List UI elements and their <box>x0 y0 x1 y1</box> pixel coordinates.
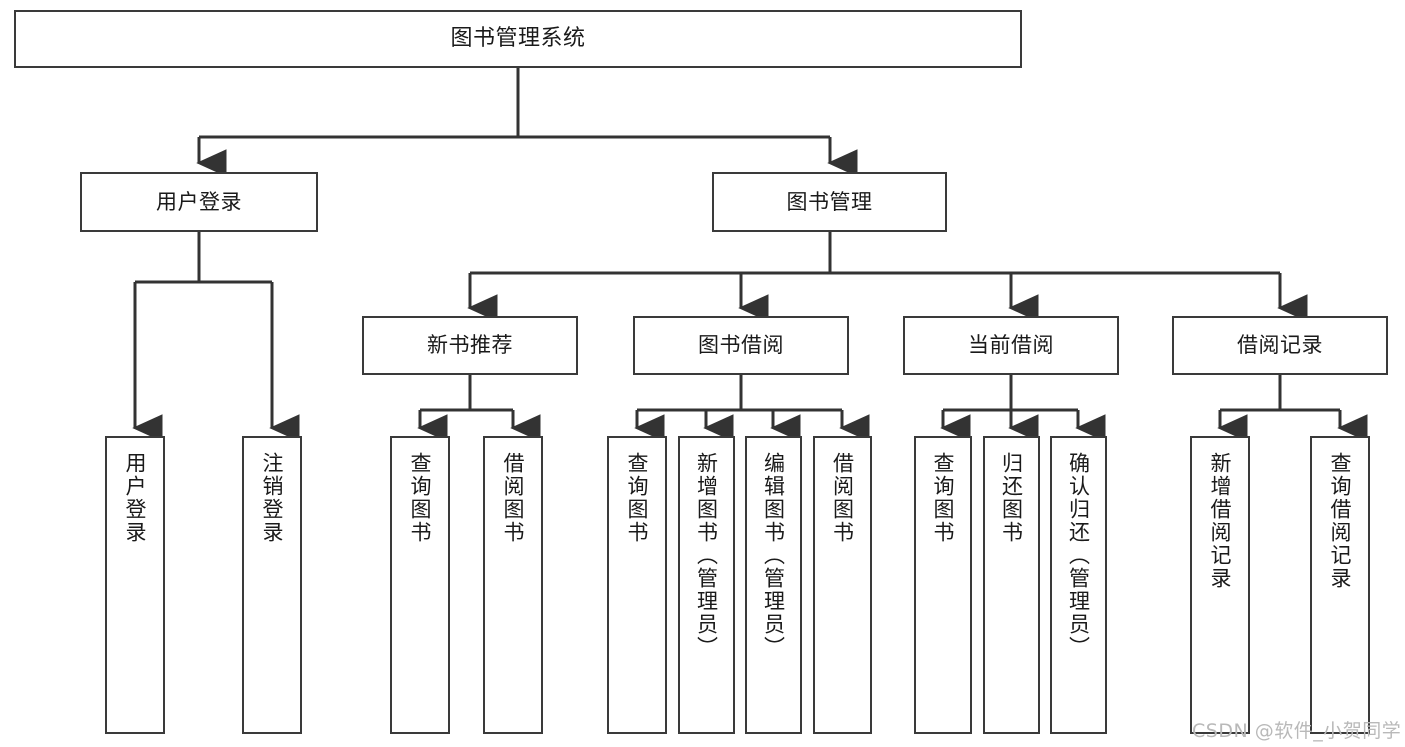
node-leaf-add-borrow-record-label: 新增借阅记录 <box>1208 452 1233 590</box>
node-leaf-query-borrow-record[interactable]: 查询借阅记录 <box>1310 436 1370 734</box>
node-leaf-query-book-current-label: 查询图书 <box>931 452 956 544</box>
node-leaf-logout[interactable]: 注销登录 <box>242 436 302 734</box>
node-borrow-record-label: 借阅记录 <box>1237 333 1323 358</box>
node-root-label: 图书管理系统 <box>450 26 586 52</box>
node-user-login[interactable]: 用户登录 <box>80 172 318 232</box>
node-new-book-recommend[interactable]: 新书推荐 <box>362 316 578 375</box>
node-leaf-query-book-new-label: 查询图书 <box>408 452 433 544</box>
node-book-management[interactable]: 图书管理 <box>712 172 947 232</box>
node-leaf-borrow-book-new[interactable]: 借阅图书 <box>483 436 543 734</box>
node-leaf-edit-book-admin[interactable]: 编辑图书（管理员） <box>745 436 802 734</box>
node-book-borrow-label: 图书借阅 <box>698 333 784 358</box>
node-leaf-borrow-book[interactable]: 借阅图书 <box>813 436 872 734</box>
node-leaf-confirm-return-admin-label: 确认归还（管理员） <box>1066 452 1091 659</box>
node-leaf-query-book-borrow[interactable]: 查询图书 <box>607 436 667 734</box>
node-root[interactable]: 图书管理系统 <box>14 10 1022 68</box>
node-leaf-query-book-new[interactable]: 查询图书 <box>390 436 450 734</box>
node-borrow-record[interactable]: 借阅记录 <box>1172 316 1388 375</box>
node-leaf-add-borrow-record[interactable]: 新增借阅记录 <box>1190 436 1250 734</box>
node-leaf-confirm-return-admin[interactable]: 确认归还（管理员） <box>1050 436 1107 734</box>
node-user-login-label: 用户登录 <box>156 189 242 214</box>
node-leaf-query-book-borrow-label: 查询图书 <box>625 452 650 544</box>
node-leaf-return-book[interactable]: 归还图书 <box>983 436 1040 734</box>
node-leaf-borrow-book-new-label: 借阅图书 <box>501 452 526 544</box>
node-book-borrow[interactable]: 图书借阅 <box>633 316 849 375</box>
node-leaf-add-book-admin-label: 新增图书（管理员） <box>694 452 719 659</box>
node-leaf-edit-book-admin-label: 编辑图书（管理员） <box>761 452 786 659</box>
node-leaf-logout-label: 注销登录 <box>260 452 285 544</box>
node-new-book-recommend-label: 新书推荐 <box>427 333 513 358</box>
node-leaf-borrow-book-label: 借阅图书 <box>830 452 855 544</box>
node-leaf-query-book-current[interactable]: 查询图书 <box>914 436 972 734</box>
node-leaf-query-borrow-record-label: 查询借阅记录 <box>1328 452 1353 590</box>
node-leaf-return-book-label: 归还图书 <box>999 452 1024 544</box>
csdn-watermark: CSDN @软件_小贺同学 <box>1192 720 1402 742</box>
node-current-borrow-label: 当前借阅 <box>968 333 1054 358</box>
node-book-management-label: 图书管理 <box>786 189 873 214</box>
node-leaf-user-login-label: 用户登录 <box>123 452 148 544</box>
node-leaf-user-login[interactable]: 用户登录 <box>105 436 165 734</box>
node-current-borrow[interactable]: 当前借阅 <box>903 316 1119 375</box>
node-leaf-add-book-admin[interactable]: 新增图书（管理员） <box>678 436 735 734</box>
